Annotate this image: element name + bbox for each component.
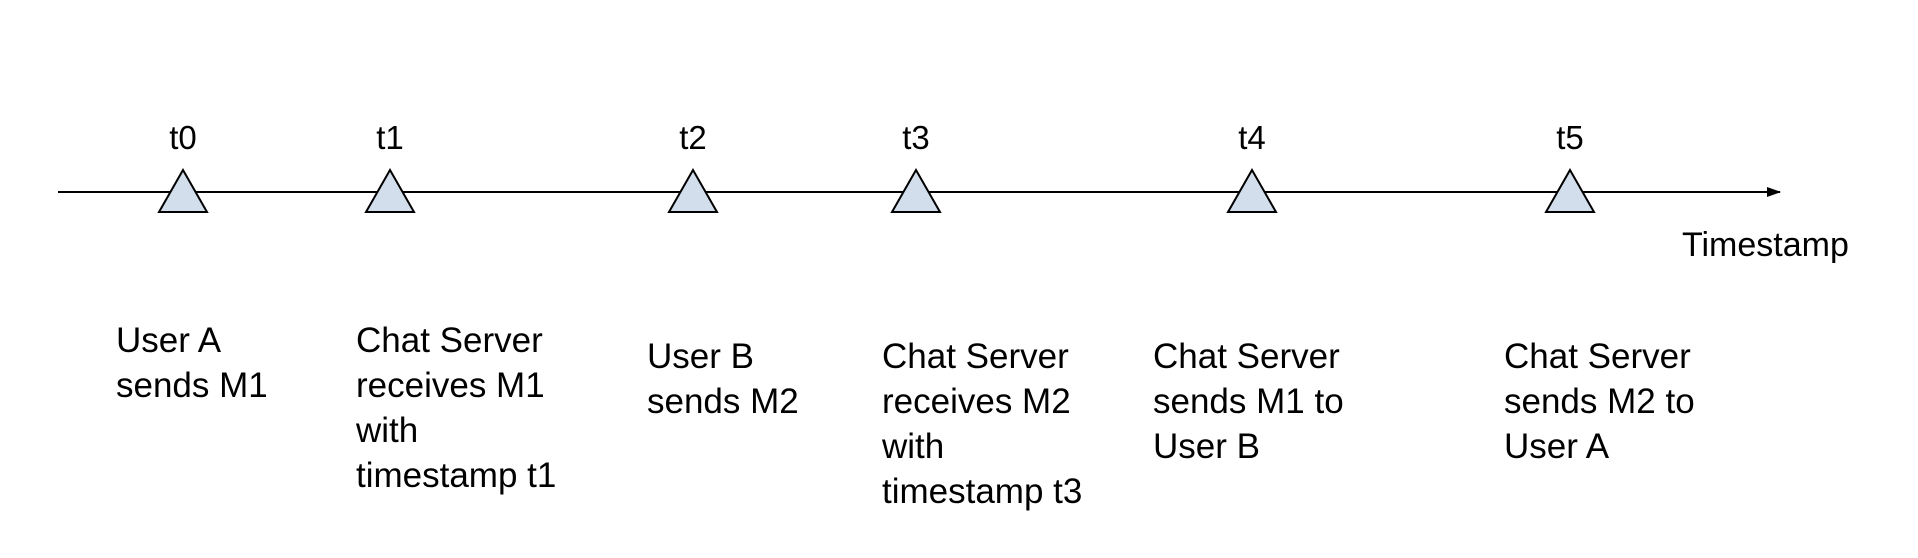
event-label-t4: Chat Server sends M1 to User B [1153,337,1344,466]
event-label-t2: User B sends M2 [647,337,799,421]
tick-label-t0: t0 [169,119,197,156]
tick-label-t1: t1 [376,119,404,156]
event-label-t0: User A sends M1 [116,321,268,405]
tick-marker-t3 [890,167,942,213]
tick-label-t2: t2 [679,119,707,156]
tick-marker-t2 [667,167,719,213]
tick-label-t4: t4 [1238,119,1266,156]
event-label-t3: Chat Server receives M2 with timestamp t… [882,337,1083,511]
event-label-t5: Chat Server sends M2 to User A [1504,337,1695,466]
event-label-t1: Chat Server receives M1 with timestamp t… [356,321,557,495]
tick-marker-t0 [157,167,209,213]
axis-label: Timestamp [1682,226,1849,264]
tick-marker-t1 [364,167,416,213]
tick-labels: t0 t1 t2 t3 t4 t5 [169,119,1584,156]
tick-marker-t4 [1226,167,1278,213]
tick-marker-t5 [1544,167,1596,213]
tick-label-t5: t5 [1556,119,1584,156]
tick-label-t3: t3 [902,119,930,156]
tick-markers [157,167,1596,213]
